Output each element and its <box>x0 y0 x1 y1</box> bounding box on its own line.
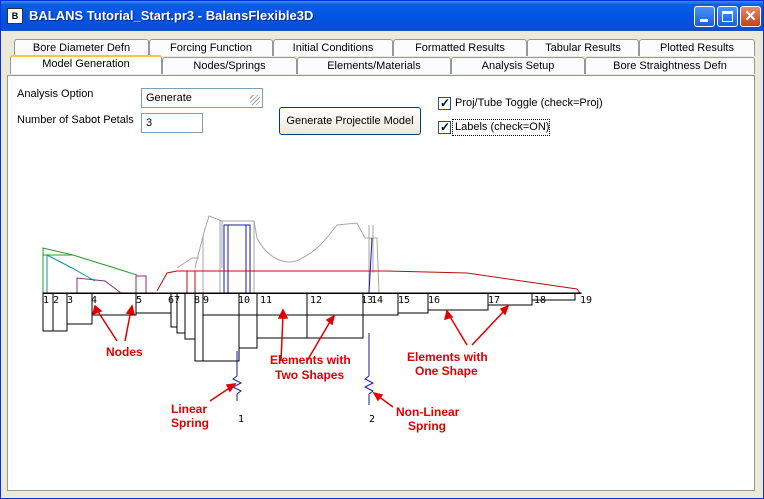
nose-outline-purple <box>76 275 147 294</box>
analysis-option-value: Generate <box>146 92 192 104</box>
node-labels: 1 2 3 4 5 6 7 8 9 10 11 12 13 14 15 16 1… <box>43 295 592 425</box>
annotation-elements-two-2: Two Shapes <box>275 368 344 382</box>
node-label: 9 <box>203 295 209 306</box>
annotation-arrows <box>91 304 510 408</box>
proj-tube-toggle-checkbox[interactable]: ✓ <box>438 96 451 110</box>
maximize-button[interactable] <box>717 6 738 27</box>
resize-grip-icon <box>250 95 260 105</box>
node-label: 2 <box>53 295 59 306</box>
generate-projectile-model-button[interactable]: Generate Projectile Model <box>279 107 421 135</box>
node-label: 11 <box>260 295 272 306</box>
minimize-icon <box>700 19 708 22</box>
annotation-elements-two-1: Elements with <box>270 353 351 367</box>
tab-forcing-function[interactable]: Forcing Function <box>149 39 273 56</box>
minimize-button[interactable] <box>694 6 715 27</box>
spring-label: 2 <box>369 414 375 425</box>
node-label: 6 <box>168 295 174 306</box>
tab-bore-straightness-defn[interactable]: Bore Straightness Defn <box>585 57 755 74</box>
labels-toggle-checkbox[interactable]: ✓ <box>438 120 451 134</box>
nose-outline-teal <box>46 254 96 293</box>
analysis-option-label: Analysis Option <box>17 88 94 100</box>
close-icon: ✕ <box>744 8 757 25</box>
node-label: 19 <box>580 295 592 306</box>
node-label: 14 <box>371 295 383 306</box>
sabot-petals-label: Number of Sabot Petals <box>17 114 134 126</box>
projectile-model-diagram: 1 2 3 4 5 6 7 8 9 10 11 12 13 14 15 16 1… <box>42 215 592 433</box>
tab-nodes-springs[interactable]: Nodes/Springs <box>162 57 297 74</box>
node-label: 17 <box>488 295 500 306</box>
node-label: 12 <box>310 295 322 306</box>
element-rectangles <box>42 292 582 362</box>
sabot-petals-input[interactable]: 3 <box>141 113 203 133</box>
sabot-petals-value: 3 <box>146 117 153 129</box>
focus-rectangle <box>452 119 550 136</box>
annotations: Nodes Elements with Two Shapes Elements … <box>106 345 488 433</box>
app-icon[interactable]: B <box>7 8 23 24</box>
annotation-elements-one-1: Elements with <box>407 350 488 364</box>
maximize-icon <box>722 11 733 22</box>
tab-analysis-setup[interactable]: Analysis Setup <box>451 57 585 74</box>
body-outline-red <box>156 270 581 294</box>
tab-tabular-results[interactable]: Tabular Results <box>527 39 639 56</box>
analysis-option-select[interactable]: Generate <box>141 88 263 108</box>
node-label: 7 <box>174 295 180 306</box>
node-label: 4 <box>91 295 97 306</box>
node-label: 10 <box>238 295 250 306</box>
annotation-linear-2: Spring <box>171 416 209 430</box>
node-label: 1 <box>43 295 49 306</box>
checkmark-icon: ✓ <box>440 120 451 134</box>
annotation-elements-one-2: One Shape <box>415 364 478 378</box>
node-label: 8 <box>194 295 200 306</box>
title-bar[interactable]: B BALANS Tutorial_Start.pr3 - BalansFlex… <box>1 1 763 31</box>
tab-model-generation[interactable]: Model Generation <box>10 55 162 74</box>
annotation-nonlinear-1: Non-Linear <box>396 405 460 419</box>
proj-tube-toggle-label[interactable]: Proj/Tube Toggle (check=Proj) <box>455 97 603 109</box>
node-label: 5 <box>136 295 142 306</box>
annotation-linear-1: Linear <box>171 402 207 416</box>
tab-formatted-results[interactable]: Formatted Results <box>393 39 527 56</box>
node-label: 13 <box>361 295 373 306</box>
tab-initial-conditions[interactable]: Initial Conditions <box>273 39 393 56</box>
annotation-nodes: Nodes <box>106 345 143 359</box>
checkmark-icon: ✓ <box>440 96 451 110</box>
nose-outline-green <box>42 247 138 293</box>
close-button[interactable]: ✕ <box>740 6 761 27</box>
node-label: 18 <box>534 295 546 306</box>
window-title: BALANS Tutorial_Start.pr3 - BalansFlexib… <box>29 8 314 23</box>
node-label: 16 <box>428 295 440 306</box>
model-canvas[interactable]: 1 2 3 4 5 6 7 8 9 10 11 12 13 14 15 16 1… <box>17 143 607 486</box>
annotation-nonlinear-2: Spring <box>408 419 446 433</box>
tab-elements-materials[interactable]: Elements/Materials <box>297 57 451 74</box>
node-label: 3 <box>67 295 73 306</box>
tab-plotted-results[interactable]: Plotted Results <box>639 39 755 56</box>
model-outline-gray <box>176 215 380 294</box>
tab-bore-diameter-defn[interactable]: Bore Diameter Defn <box>14 39 149 56</box>
spring-label: 1 <box>238 414 244 425</box>
node-label: 15 <box>398 295 410 306</box>
labels-toggle-label[interactable]: Labels (check=ON) <box>455 121 550 133</box>
